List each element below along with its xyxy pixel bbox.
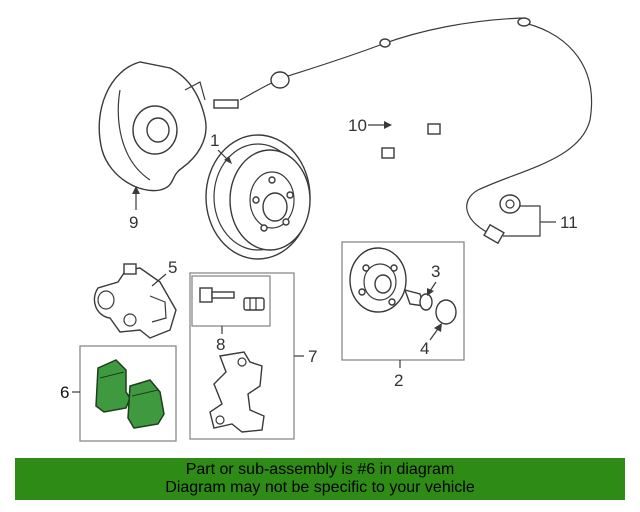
callout-label: 10 bbox=[348, 116, 367, 135]
fitment-banner: Part or sub-assembly is #6 in diagram Di… bbox=[15, 458, 625, 500]
callout-label: 2 bbox=[394, 371, 403, 390]
banner-line-1: Part or sub-assembly is #6 in diagram bbox=[185, 461, 455, 478]
callout-2: 2 bbox=[394, 360, 403, 390]
callout-11: 11 bbox=[503, 205, 578, 237]
callout-8: 8 bbox=[216, 326, 225, 354]
callout-4: 4 bbox=[420, 323, 442, 358]
callout-label: 11 bbox=[560, 213, 578, 232]
brake-pad-inner[interactable] bbox=[95, 359, 131, 413]
abs-sensor-wire[interactable] bbox=[213, 17, 593, 245]
callout-label: 9 bbox=[129, 213, 138, 232]
callout-label: 4 bbox=[420, 339, 429, 358]
callout-10: 10 bbox=[348, 116, 392, 135]
brake-caliper[interactable] bbox=[93, 263, 177, 339]
banner-line-2: Diagram may not be specific to your vehi… bbox=[165, 479, 475, 496]
wheel-hub-group[interactable] bbox=[341, 241, 465, 361]
brake-pad-outer[interactable] bbox=[127, 379, 165, 429]
callout-label: 6 bbox=[60, 383, 69, 402]
splash-shield[interactable] bbox=[98, 61, 207, 192]
callout-label: 7 bbox=[308, 347, 317, 366]
callout-7: 7 bbox=[294, 347, 317, 366]
callout-5: 5 bbox=[151, 258, 177, 287]
callout-9: 9 bbox=[129, 186, 140, 232]
callout-label: 8 bbox=[216, 335, 225, 354]
brake-rotor[interactable] bbox=[205, 134, 311, 260]
brake-hose[interactable] bbox=[381, 108, 441, 159]
callout-3: 3 bbox=[427, 262, 440, 296]
callout-label: 5 bbox=[168, 258, 177, 277]
guide-pin-kit[interactable] bbox=[191, 275, 271, 327]
callout-1: 1 bbox=[210, 131, 232, 164]
parts-diagram: 11 10 9 1 bbox=[60, 17, 593, 442]
brake-pads-group[interactable] bbox=[79, 345, 177, 442]
callout-6: 6 bbox=[60, 383, 80, 402]
callout-label: 1 bbox=[210, 131, 219, 150]
callout-label: 3 bbox=[431, 262, 440, 281]
